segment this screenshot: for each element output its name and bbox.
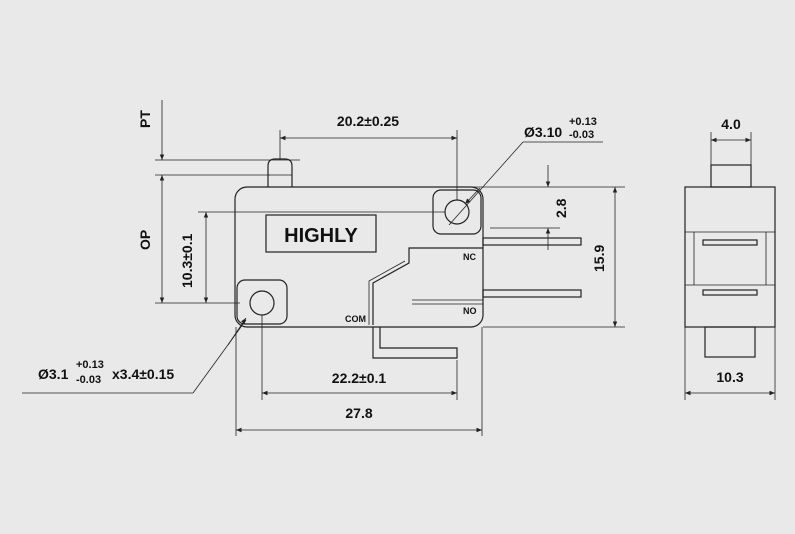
left-hole-tolerance-upper: +0.13 (76, 359, 104, 371)
right-hole-tolerance-upper: +0.13 (569, 116, 597, 128)
no-terminal (482, 289, 582, 298)
side-body (684, 186, 776, 328)
nc-terminal (482, 237, 582, 246)
right-hole-diameter: Ø3.10 (524, 124, 562, 140)
top-span-dimension: 20.2±0.25 (337, 113, 399, 129)
side-dimensions: 4.0 10.3 (684, 116, 776, 400)
switch-body (234, 186, 484, 328)
brand-label: HIGHLY (284, 225, 358, 247)
com-label: COM (345, 314, 366, 324)
left-mounting-hole (249, 290, 275, 316)
front-view: HIGHLY NC NO COM (234, 158, 582, 359)
side-bottom-width-dimension: 10.3 (716, 369, 743, 385)
left-hole-depth-dimension: x3.4±0.15 (112, 366, 174, 382)
internal-lever (372, 247, 483, 325)
left-hole-tolerance-lower: -0.03 (76, 374, 101, 386)
right-hole-offset-dimension: 2.8 (553, 198, 569, 218)
side-no-terminal (702, 289, 758, 296)
side-nc-terminal (702, 239, 758, 246)
side-view (684, 164, 776, 358)
height-right-dimension: 15.9 (591, 245, 607, 272)
side-com-terminal (704, 326, 756, 358)
nc-label: NC (463, 252, 476, 262)
left-hole-diameter: Ø3.1 (38, 366, 69, 382)
op-label: OP (137, 230, 153, 250)
side-top-width-dimension: 4.0 (721, 116, 741, 132)
right-hole-tolerance-lower: -0.03 (569, 129, 594, 141)
com-terminal (372, 327, 458, 359)
side-actuator (710, 164, 752, 188)
front-dimensions: PT OP 10.3±0.1 20.2±0.25 Ø3.10 +0.13 -0.… (22, 100, 625, 436)
pt-label: PT (137, 110, 153, 128)
brand-box (265, 214, 377, 253)
actuator-plunger (267, 158, 293, 187)
height-left-dimension: 10.3±0.1 (179, 233, 195, 288)
body-length-dimension: 27.8 (345, 405, 372, 421)
no-label: NO (463, 306, 477, 316)
hole-pitch-dimension: 22.2±0.1 (332, 370, 387, 386)
